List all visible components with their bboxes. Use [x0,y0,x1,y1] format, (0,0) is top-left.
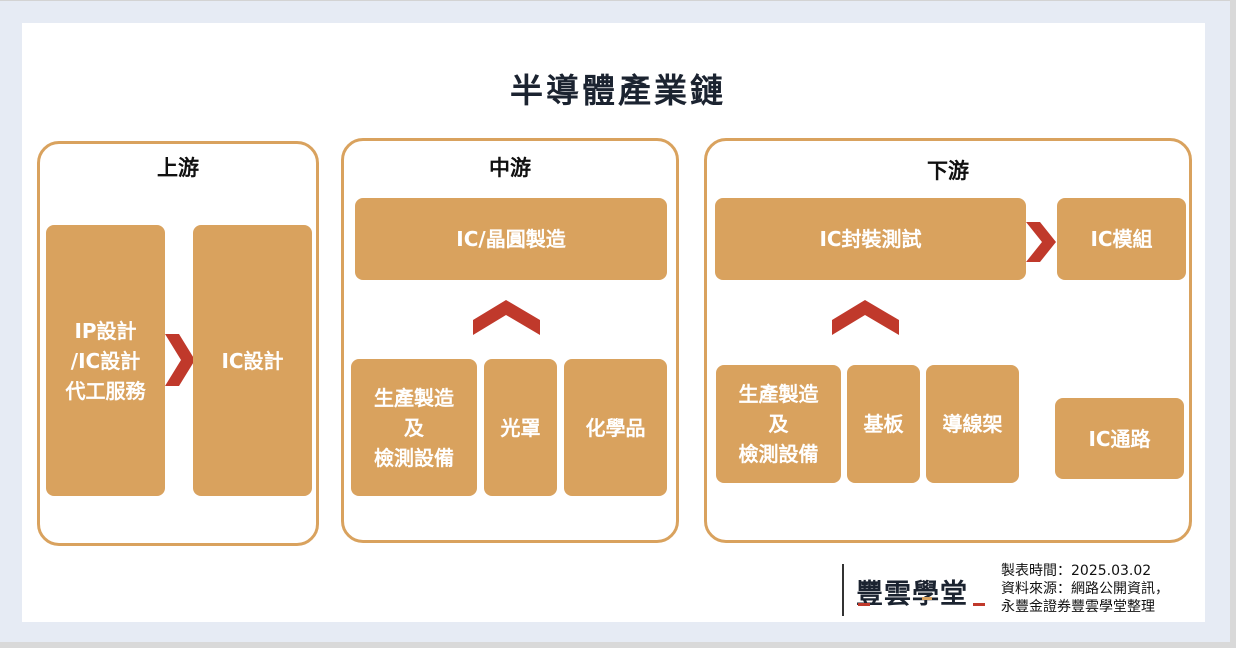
box-line: IP設計 [74,318,137,343]
box-line: 檢測設備 [374,445,454,470]
substrate-box: 基板 [847,365,920,483]
source-text: 資料來源：網路公開資訊， [1001,581,1169,597]
box-line: 代工服務 [65,378,146,403]
box-line: 導線架 [942,412,1003,436]
source-text-2: 永豐金證券豐雲學堂整理 [1001,599,1155,615]
box-line: 光罩 [500,415,541,440]
footer-divider [842,564,844,616]
photomask-box: 光罩 [484,359,557,496]
footer-info: 製表時間：2025.03.02 資料來源：網路公開資訊， 永豐金證券豐雲學堂整理 [1001,562,1169,616]
chevron-right-icon [165,334,195,386]
downstream-label: 下游 [927,159,969,183]
box-line: 生產製造 [374,385,454,410]
box-line: IC設計 [221,348,284,373]
logo-accent-red2 [973,603,985,606]
box-line: IC通路 [1088,426,1151,451]
ip-design-box: IP設計 /IC設計 代工服務 [46,225,165,496]
box-line: IC模組 [1090,227,1153,251]
packaging-testing-box: IC封裝測試 [715,198,1026,280]
box-line: 及 [404,415,424,440]
window-right-edge [1230,0,1236,648]
chemicals-box: 化學品 [564,359,667,496]
upstream-label: 上游 [157,156,199,180]
logo-accent-tan [922,597,932,600]
midstream-label: 中游 [489,156,531,180]
lead-frame-box: 導線架 [926,365,1019,483]
equipment-box-downstream: 生產製造 及 檢測設備 [716,365,841,483]
date-text: 製表時間：2025.03.02 [1001,563,1152,579]
chevron-right-icon [1026,222,1056,262]
logo-accent-red [858,603,870,606]
box-line: IC封裝測試 [819,227,922,251]
box-line: 化學品 [585,415,646,440]
page-title: 半導體產業鏈 [510,71,726,110]
chevron-up-icon [473,300,540,335]
wafer-manufacturing-box: IC/晶圓製造 [355,198,667,280]
window-top-edge [0,0,1236,1]
ic-module-box: IC模組 [1057,198,1186,280]
equipment-box: 生產製造 及 檢測設備 [351,359,477,496]
box-line: 基板 [863,412,904,436]
ic-design-box: IC設計 [193,225,312,496]
chevron-up-icon [832,300,899,335]
window-bottom-edge [0,642,1236,648]
box-line: 檢測設備 [738,442,819,466]
brand-logo: 豐雲學堂 [856,579,968,610]
box-line: 生產製造 [738,382,819,406]
box-line: /IC設計 [70,348,141,373]
box-line: 及 [768,412,789,436]
ic-channel-box: IC通路 [1055,398,1184,479]
box-line: IC/晶圓製造 [456,227,566,251]
